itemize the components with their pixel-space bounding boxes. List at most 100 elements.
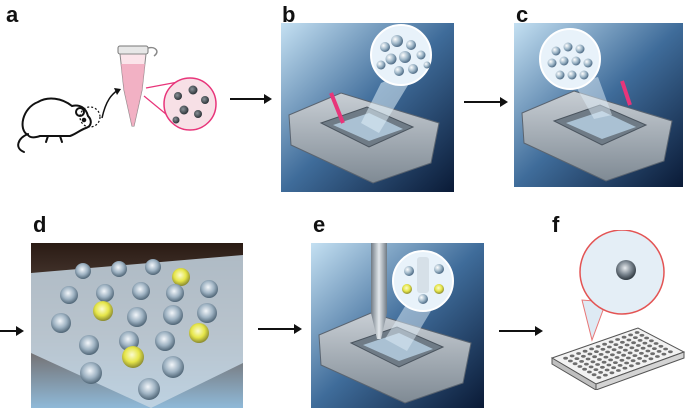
plate-well (648, 357, 654, 361)
microwell-array (51, 259, 218, 400)
plate-well (582, 349, 588, 353)
arrow-b-to-c (464, 97, 508, 107)
plate-well (624, 361, 629, 365)
plate-well (600, 347, 606, 351)
plate-well (621, 353, 626, 357)
plate-well (637, 357, 642, 360)
panel-label-f: f (552, 212, 560, 237)
plate-well (611, 348, 617, 352)
panel-b-illustration (281, 23, 454, 192)
plate-well (655, 355, 660, 358)
curved-arrow-icon (101, 89, 119, 119)
plate-well (608, 358, 613, 362)
plate-well (658, 344, 664, 348)
plate-well (649, 339, 654, 343)
plate-well (595, 363, 600, 366)
plate-well (574, 357, 580, 360)
panel-label-c: c (516, 2, 529, 27)
arrow-e-to-f (499, 326, 543, 336)
plate-well (600, 365, 605, 369)
plate-well (610, 353, 615, 357)
panel-a-illustration (17, 45, 217, 153)
plate-well (602, 342, 607, 346)
plate-well (589, 347, 594, 351)
plate-well (635, 362, 641, 365)
aligned-cell-bubbles (547, 42, 593, 80)
plate-well (626, 338, 632, 342)
plate-well (590, 360, 596, 364)
arrow-a-to-b (230, 94, 272, 104)
plate-well (636, 344, 641, 347)
plate-well (629, 346, 635, 350)
plate-well (644, 336, 649, 340)
plate-well (606, 363, 612, 367)
panel-c-illustration (514, 23, 683, 187)
plate-well (631, 341, 636, 345)
picked-cell-bubbles (402, 257, 444, 304)
plate-well (647, 344, 652, 348)
plate-well (587, 352, 593, 356)
plate-well (598, 353, 604, 356)
plate-well (642, 359, 647, 363)
plate-well (611, 366, 616, 370)
plate-well (603, 373, 608, 377)
plate-well (617, 364, 623, 367)
tube-icon (117, 45, 158, 127)
organ-highlight-circle (79, 106, 101, 128)
plate-well (626, 356, 631, 360)
panel-label-e: e (313, 212, 326, 237)
plate-well (569, 354, 575, 358)
plate-well (604, 368, 610, 372)
panel-label-a: a (6, 2, 19, 27)
plate-well (656, 350, 662, 353)
plate-well (624, 343, 630, 347)
plate-well (584, 362, 589, 366)
plate-well (605, 350, 610, 354)
plate-well (650, 352, 655, 356)
plate-well (652, 347, 657, 350)
plate-well (632, 354, 638, 357)
spheroid-icon (616, 260, 636, 280)
plate-well (634, 349, 639, 352)
plate-well (615, 338, 620, 341)
pipette-needle (371, 243, 387, 313)
plate-well (592, 355, 597, 359)
plate-well (627, 351, 633, 355)
plate-well (608, 340, 614, 344)
cell-magnifier (163, 77, 217, 131)
plate-well (607, 345, 612, 349)
plate-well (633, 336, 638, 339)
panel-d-illustration (31, 243, 243, 408)
plate-well (642, 341, 648, 345)
plate-well (576, 352, 581, 355)
plate-well (623, 348, 628, 352)
plate-well (595, 345, 601, 348)
plate-well (653, 342, 659, 345)
plate-well (593, 368, 599, 371)
plate-well (614, 356, 620, 359)
plate-well (616, 369, 621, 372)
plate-well (643, 354, 649, 358)
plate-well (572, 362, 578, 366)
plate-well (577, 365, 583, 368)
plate-well (618, 346, 623, 349)
plate-well (563, 356, 568, 360)
plate-well (603, 355, 609, 359)
plate-well (601, 360, 607, 364)
arrow-d-to-e (258, 324, 302, 334)
plate-well (621, 335, 627, 339)
plate-well (609, 371, 615, 375)
plate-well (622, 366, 628, 370)
plate-well (661, 352, 667, 356)
panel-e-illustration (311, 243, 484, 408)
plate-well (613, 343, 619, 346)
plate-well (630, 359, 636, 363)
arrow-into-d (0, 326, 24, 336)
plate-well (668, 350, 673, 354)
plate-well (581, 354, 586, 358)
panel-f-illustration (550, 230, 685, 390)
cell-bubbles (376, 35, 431, 76)
plate-well (619, 358, 625, 362)
plate-well (594, 350, 599, 353)
plate-well (639, 351, 644, 355)
